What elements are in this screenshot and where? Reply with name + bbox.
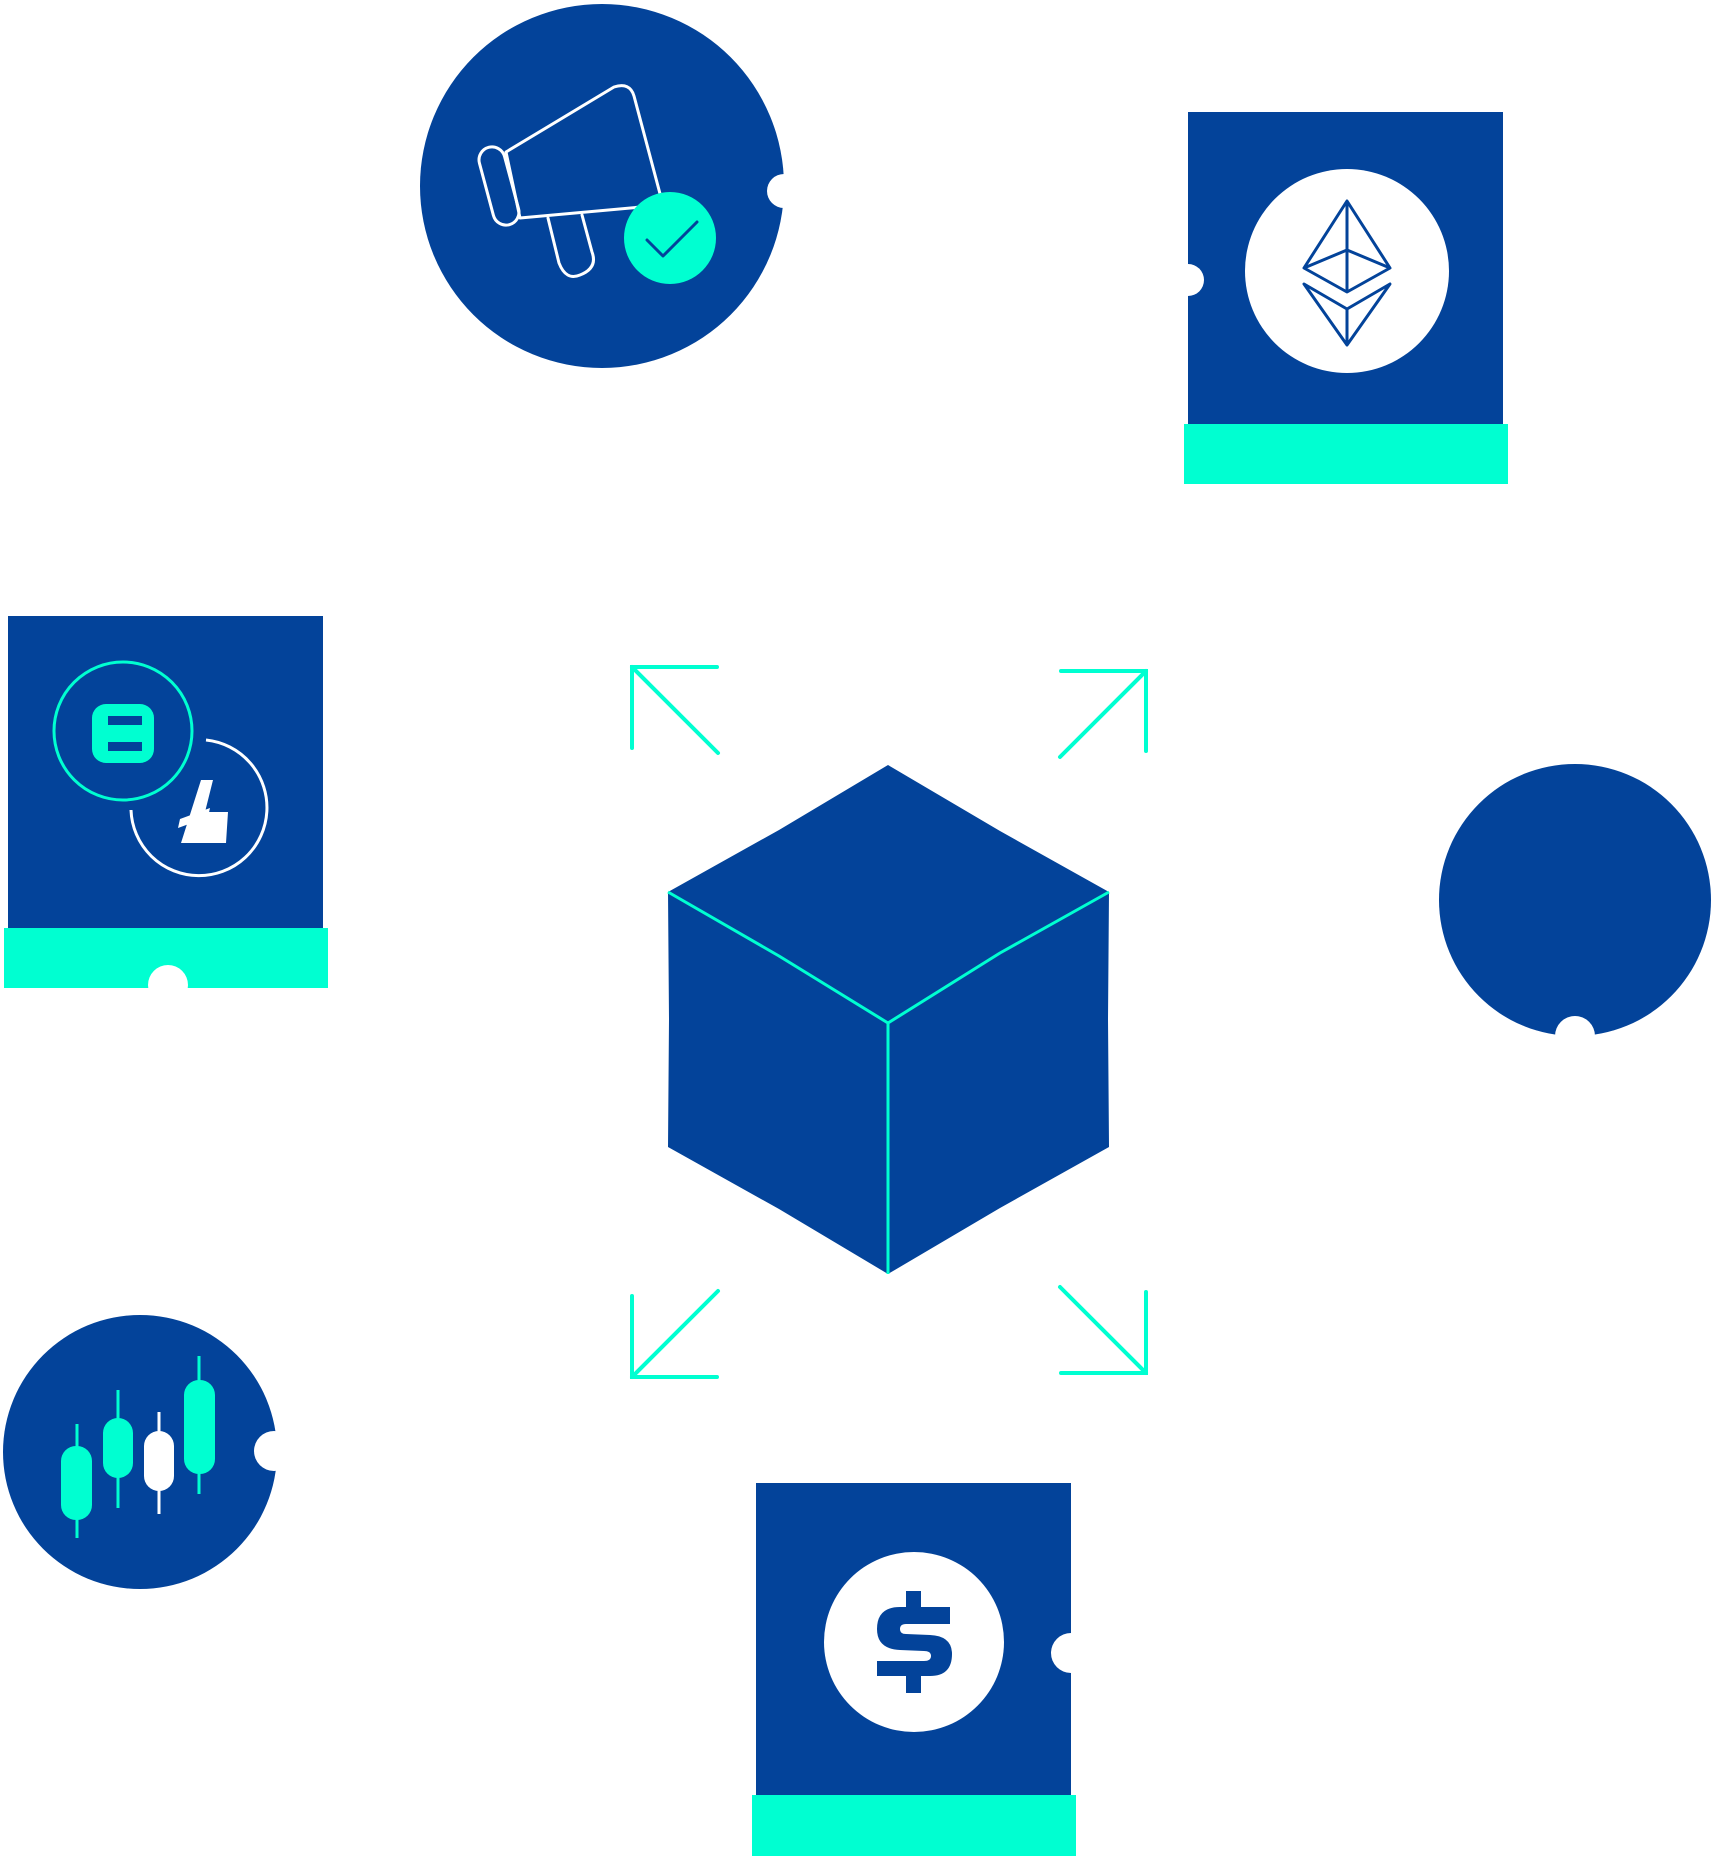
arrow-up-right-icon [1058,669,1148,759]
blockchain-cube-icon [667,765,1110,1274]
dollar-coin-icon [877,1591,952,1693]
megaphone-node [420,4,801,368]
candlestick-chart-icon [61,1356,215,1538]
expand-arrows [630,665,1148,1379]
blank-node [1439,764,1711,1056]
arrow-up-left-icon [630,665,720,755]
ethereum-node [1172,112,1508,484]
check-badge-icon [624,192,716,284]
megaphone-check-icon [477,84,665,278]
dollar-node [752,1483,1091,1856]
litecoin-coin-icon [129,738,269,878]
bitcoin-litecoin-node [4,616,328,1005]
arrow-down-right-icon [1058,1285,1148,1375]
trading-node [3,1315,294,1589]
ethereum-icon [1302,199,1392,347]
bitcoin-coin-icon [52,660,194,802]
arrow-down-left-icon [630,1289,720,1379]
